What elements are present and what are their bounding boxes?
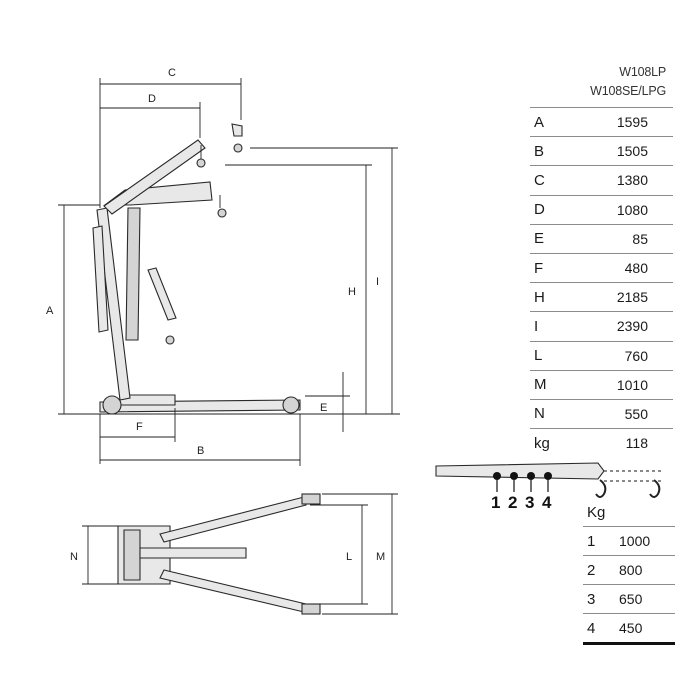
dim-label-c: C (168, 67, 176, 79)
boom-position-diagram: 1 2 3 4 (435, 462, 662, 512)
plan-view: N L M (70, 493, 398, 615)
front-wheel (282, 396, 300, 414)
boom-hole-2 (510, 472, 518, 480)
hook-extended (233, 143, 243, 153)
rear-wheel (102, 395, 122, 415)
hook-retracted (217, 208, 227, 218)
capacity-title: Kg (587, 504, 606, 521)
boom-arm (435, 462, 605, 480)
dim-label-m: M (376, 551, 385, 563)
model-name: W108SE/LPG (590, 84, 666, 98)
boom-position-1: 1 (491, 493, 500, 512)
side-view: C D A H I E F B (46, 67, 400, 466)
dim-label-a: A (46, 305, 54, 317)
dim-label-i: I (376, 276, 379, 288)
dim-label-h: H (348, 286, 356, 298)
boom-hole-4 (544, 472, 552, 480)
dim-label-e: E (320, 402, 327, 414)
boom-position-4: 4 (542, 493, 552, 512)
hook-icon (595, 479, 607, 498)
dim-label-b: B (197, 445, 204, 457)
hydraulic-ram (125, 207, 141, 341)
plan-leg-upper (159, 496, 307, 543)
plan-leg-lower (159, 569, 307, 613)
plan-boom (139, 547, 247, 559)
model-name: W108LP (619, 65, 666, 79)
boom-position-3: 3 (525, 493, 534, 512)
boom-tip (231, 123, 243, 137)
boom-position-2: 2 (508, 493, 517, 512)
hook-lowered (165, 335, 175, 345)
plan-wheel-lower (301, 603, 321, 615)
hook-extended-icon (649, 479, 661, 498)
dim-label-l: L (346, 551, 352, 563)
mast (96, 207, 131, 401)
boom-raised (103, 139, 206, 215)
ram-cylinder (92, 225, 109, 333)
dim-label-f: F (136, 421, 143, 433)
plan-wheel-upper (301, 493, 321, 505)
capacity-rule (583, 642, 675, 645)
dim-label-n: N (70, 551, 78, 563)
dim-label-d: D (148, 93, 156, 105)
hook-raised (196, 158, 206, 168)
boom-hole-1 (493, 472, 501, 480)
boom-hole-3 (527, 472, 535, 480)
boom-lowered (147, 267, 177, 321)
model-header: W108LP W108SE/LPG (590, 63, 666, 101)
